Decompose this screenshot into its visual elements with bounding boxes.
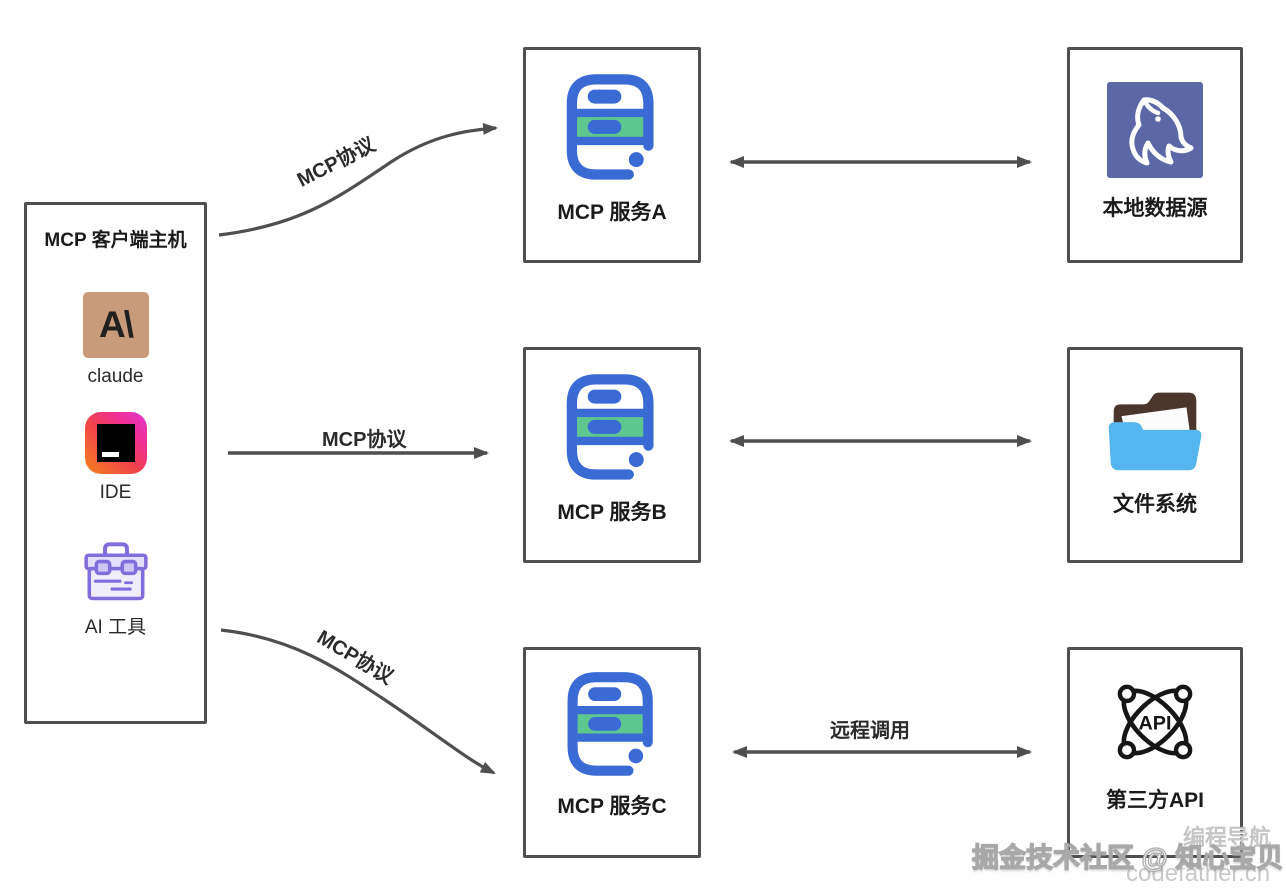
folder-icon bbox=[1108, 392, 1202, 471]
third-party-api-box: API 第三方API bbox=[1067, 647, 1243, 858]
client-label-ai-tools: AI 工具 bbox=[84, 617, 147, 638]
client-label-claude: claude bbox=[87, 366, 144, 387]
mcp-server-c-box: MCP 服务C bbox=[523, 647, 701, 858]
host-box-title: MCP 客户端主机 bbox=[44, 230, 187, 251]
third-party-api-label: 第三方API bbox=[1105, 789, 1204, 812]
mcp-client-host-box: MCP 客户端主机 A\ claude IDE AI 工具 bbox=[24, 202, 207, 724]
client-label-ide: IDE bbox=[99, 482, 132, 503]
local-datasource-label: 本地数据源 bbox=[1102, 197, 1208, 220]
watermark-site: codefather.cn bbox=[1126, 860, 1271, 887]
jetbrains-ide-icon bbox=[84, 412, 147, 474]
server-b-label: MCP 服务B bbox=[557, 501, 667, 524]
local-datasource-box: 本地数据源 bbox=[1067, 47, 1243, 263]
server-icon bbox=[566, 374, 654, 480]
ide-icon-white-bar bbox=[101, 452, 119, 457]
edge-label-mcp-protocol-b: MCP协议 bbox=[322, 429, 407, 451]
mcp-server-a-box: MCP 服务A bbox=[523, 47, 701, 263]
file-system-box: 文件系统 bbox=[1067, 347, 1243, 563]
ai-toolbox-icon bbox=[83, 542, 148, 601]
edge-label-mcp-protocol-c: MCP协议 bbox=[313, 626, 397, 689]
claude-logo-icon: A\ bbox=[82, 292, 149, 358]
claude-glyph: A\ bbox=[99, 304, 134, 345]
watermark-community: 掘金技术社区 @ 知心宝贝 bbox=[971, 842, 1284, 873]
mysql-dolphin-icon bbox=[1107, 82, 1203, 178]
edge-label-remote-call: 远程调用 bbox=[830, 720, 910, 742]
edge-label-mcp-protocol-a: MCP协议 bbox=[293, 133, 379, 192]
server-icon bbox=[566, 74, 654, 180]
server-icon bbox=[567, 672, 653, 776]
api-icon-text: API bbox=[1139, 712, 1172, 734]
server-a-label: MCP 服务A bbox=[557, 201, 667, 224]
api-globe-icon: API bbox=[1117, 684, 1193, 760]
watermark-brand: 编程导航 bbox=[1183, 825, 1272, 850]
file-system-label: 文件系统 bbox=[1113, 493, 1197, 516]
server-c-label: MCP 服务C bbox=[557, 795, 667, 818]
mcp-server-b-box: MCP 服务B bbox=[523, 347, 701, 563]
